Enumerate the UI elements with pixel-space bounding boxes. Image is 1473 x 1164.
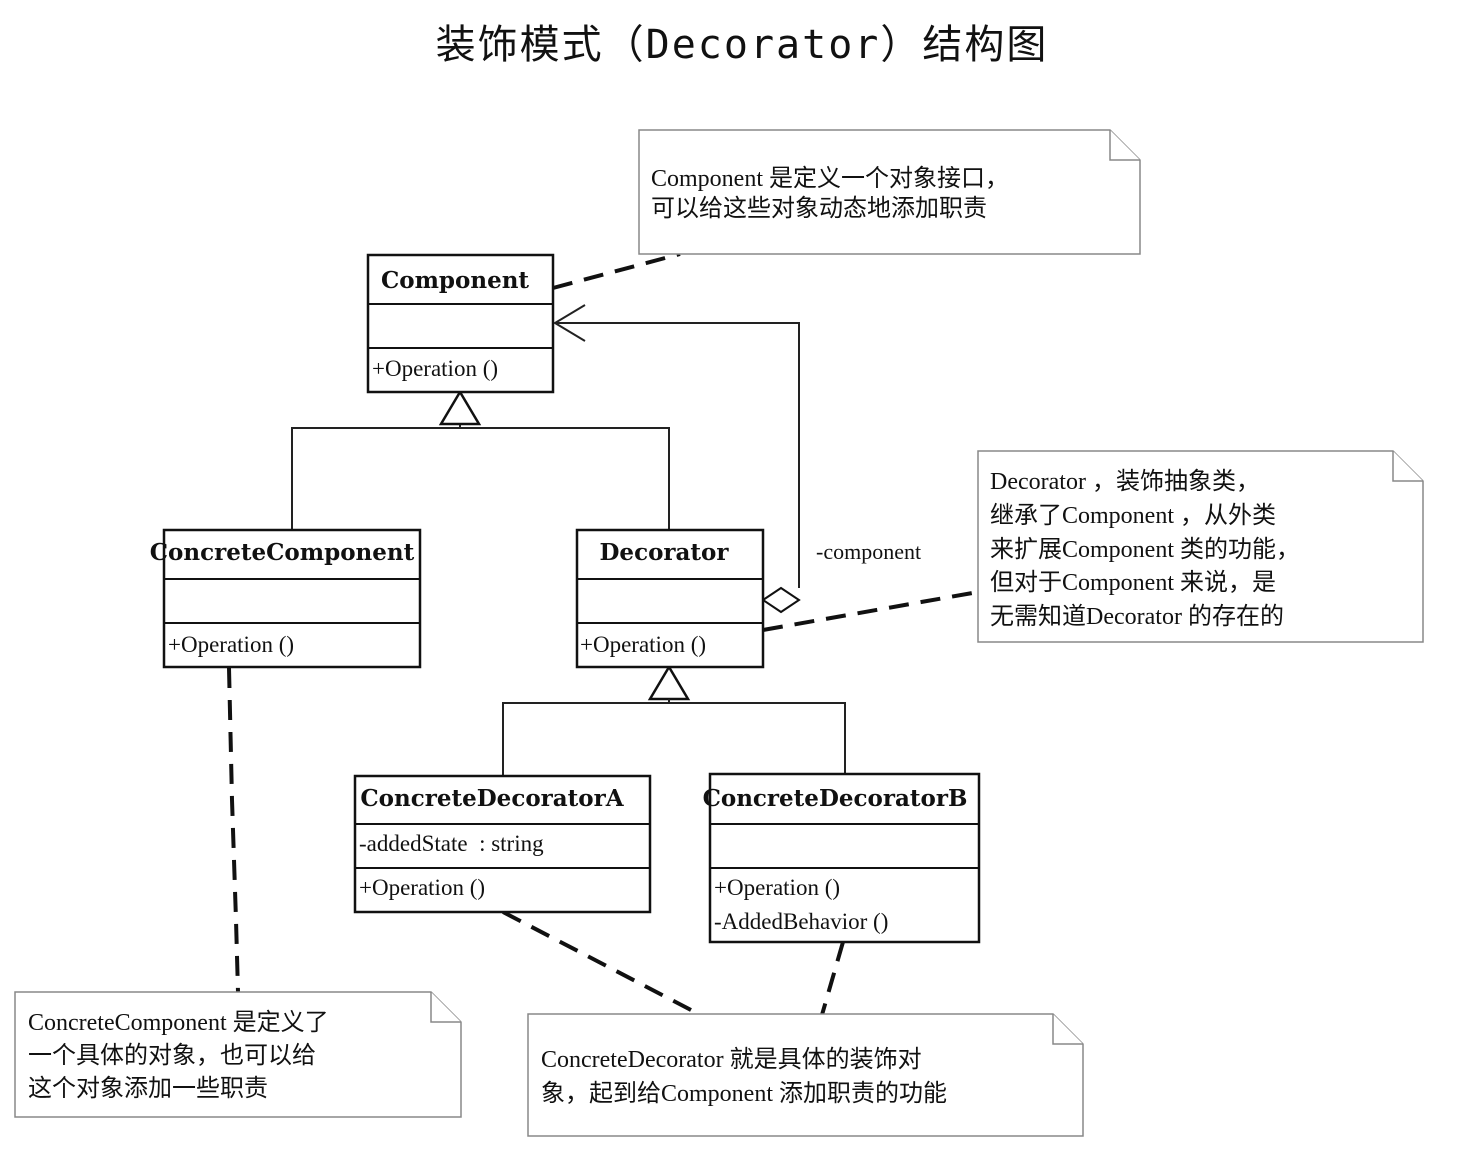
generalization-arrowhead-component: [438, 389, 482, 426]
class-name: ConcreteComponent: [150, 539, 415, 566]
note-line: Decorator ，装饰抽象类，: [990, 468, 1260, 495]
diagram-title: 装饰模式（Decorator）结构图: [436, 22, 1049, 68]
note-component[interactable]: Component 是定义一个对象接口， 可以给这些对象动态地添加职责: [638, 129, 1141, 255]
note-anchor-component: [552, 252, 681, 290]
note-anchor-concrete-decorator-b: [811, 941, 845, 1047]
class-operation: +Operation (): [168, 632, 294, 657]
generalization-arrowhead-decorator: [647, 664, 691, 701]
generalization-line-component: [291, 427, 670, 530]
note-line: 可以给这些对象动态地添加职责: [651, 195, 987, 222]
aggregation-open-arrow: [553, 304, 586, 342]
class-concrete-decorator-a[interactable]: ConcreteDecoratorA -addedState : string …: [353, 774, 652, 914]
note-line: 象，起到给Component 添加职责的功能: [541, 1080, 947, 1107]
note-anchor-decorator: [762, 590, 979, 632]
generalization-line-decorator: [502, 702, 846, 776]
class-name: Decorator: [599, 539, 729, 566]
class-concrete-decorator-b[interactable]: ConcreteDecoratorB +Operation () -AddedB…: [703, 772, 981, 944]
note-line: ConcreteComponent 是定义了: [28, 1009, 329, 1036]
class-name: ConcreteDecoratorB: [703, 785, 968, 812]
note-line: 无需知道Decorator 的存在的: [990, 603, 1284, 630]
class-decorator[interactable]: Decorator +Operation (): [575, 528, 765, 669]
note-line: 这个对象添加一些职责: [28, 1075, 268, 1102]
note-concrete-component[interactable]: ConcreteComponent 是定义了 一个具体的对象，也可以给 这个对象…: [14, 991, 462, 1118]
note-line: Component 是定义一个对象接口，: [651, 165, 1009, 192]
note-line: ConcreteDecorator 就是具体的装饰对: [541, 1046, 922, 1073]
note-decorator[interactable]: Decorator ，装饰抽象类， 继承了Component ，从外类 来扩展C…: [977, 450, 1424, 643]
aggregation-diamond: [761, 586, 801, 614]
note-line: 来扩展Component 类的功能，: [990, 536, 1300, 563]
class-name: Component: [381, 267, 529, 294]
class-operation: +Operation (): [359, 875, 485, 900]
class-name: ConcreteDecoratorA: [360, 785, 624, 812]
class-component[interactable]: Component +Operation (): [366, 253, 555, 394]
class-attribute: -addedState : string: [359, 831, 544, 856]
class-operation: +Operation (): [714, 875, 840, 900]
class-concrete-component[interactable]: ConcreteComponent +Operation (): [150, 528, 422, 669]
class-operation: +Operation (): [580, 632, 706, 657]
note-concrete-decorator[interactable]: ConcreteDecorator 就是具体的装饰对 象，起到给Componen…: [527, 1013, 1084, 1137]
class-operation: +Operation (): [372, 356, 498, 381]
class-operation: -AddedBehavior (): [714, 909, 888, 934]
note-line: 一个具体的对象，也可以给: [28, 1042, 316, 1069]
note-anchor-concrete-component: [227, 667, 240, 993]
note-line: 但对于Component 来说，是: [990, 569, 1276, 596]
aggregation-line: [555, 322, 800, 588]
note-line: 继承了Component ，从外类: [990, 502, 1276, 529]
association-role-label: -component: [816, 539, 921, 564]
